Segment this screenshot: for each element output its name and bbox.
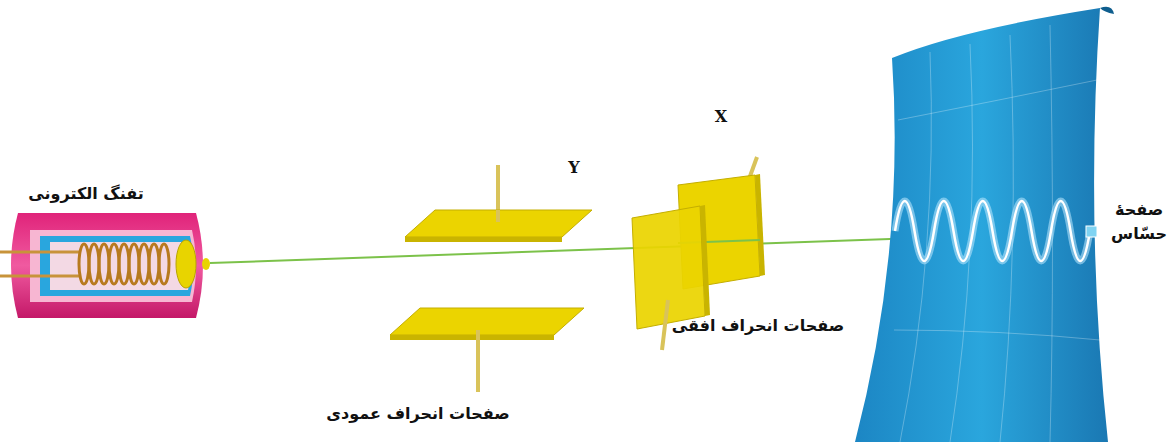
grid-line	[894, 330, 1100, 340]
screen-grid	[894, 25, 1100, 442]
gun-aperture	[202, 258, 210, 270]
plate-edge	[700, 205, 710, 316]
heater-wire	[0, 275, 80, 278]
part-label: صفحهٔ حسّاس	[1111, 198, 1167, 246]
coil-turn	[159, 244, 169, 284]
screen-curl	[1100, 7, 1114, 14]
plate-rod	[496, 210, 500, 222]
axis-letter: Y	[568, 156, 579, 180]
plate-edge	[755, 174, 765, 276]
plate-edge	[390, 335, 554, 340]
deflection-plate	[405, 210, 592, 237]
trace-glow	[895, 201, 1090, 261]
deflection-plate	[390, 308, 584, 335]
gun-inner-tube	[40, 236, 194, 296]
gun-shell	[11, 213, 203, 318]
plate-rod	[476, 330, 480, 392]
plate-edge	[405, 237, 562, 242]
heater-coil	[79, 244, 169, 284]
gun-cutaway	[30, 230, 196, 302]
cathode-disk	[176, 240, 196, 288]
plate-rod	[662, 300, 668, 350]
part-label: تفنگ الکترونی	[28, 182, 143, 206]
sine-trace	[895, 201, 1090, 261]
beam-spot	[1086, 226, 1097, 237]
axis-letter: X	[715, 105, 727, 129]
fluorescent-screen	[855, 8, 1108, 442]
part-label: صفحات انحراف عمودی	[326, 402, 509, 426]
heater-wire	[0, 251, 80, 254]
grid-line	[898, 80, 1097, 120]
part-label: صفحات انحراف افقی	[672, 314, 844, 338]
gun-inner-core	[50, 242, 191, 290]
plate-rod	[496, 165, 500, 222]
